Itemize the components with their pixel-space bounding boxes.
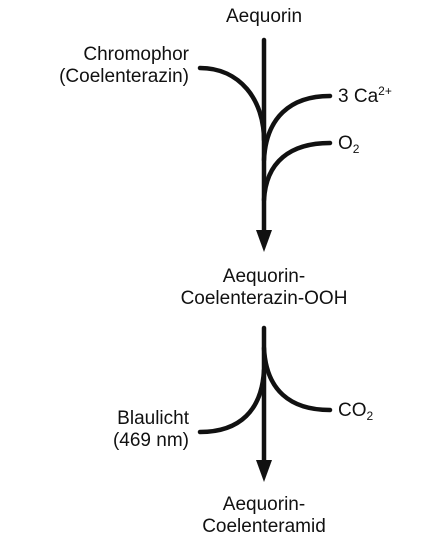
intermediate-line2: Coelenterazin-OOH <box>180 288 348 309</box>
blaulicht-curve <box>197 367 267 435</box>
node-aequorin: Aequorin <box>225 6 303 27</box>
blaulicht-line1: Blaulicht <box>117 408 189 429</box>
node-intermediate: Aequorin- Coelenterazin-OOH <box>134 266 394 310</box>
arrowhead-1 <box>256 230 272 252</box>
node-product: Aequorin- Coelenteramid <box>134 494 394 538</box>
input-oxygen: O2 <box>338 133 360 156</box>
output-co2: CO2 <box>338 400 374 423</box>
product-line2: Coelenteramid <box>202 516 326 537</box>
chromophor-line1: Chromophor <box>83 44 189 65</box>
output-blaulicht: Blaulicht (469 nm) <box>113 408 189 452</box>
input-calcium: 3 Ca2+ <box>338 84 392 107</box>
product-line1: Aequorin- <box>222 494 306 515</box>
co2-curve <box>261 345 333 413</box>
chromophor-line2: (Coelenterazin) <box>59 66 189 87</box>
calcium-curve <box>261 93 333 163</box>
arrowhead-2 <box>256 460 272 482</box>
intermediate-line1: Aequorin- <box>222 266 306 287</box>
chromophor-curve <box>197 65 267 143</box>
input-chromophor: Chromophor (Coelenterazin) <box>59 44 189 88</box>
blaulicht-line2: (469 nm) <box>112 430 189 451</box>
oxygen-curve <box>261 140 333 203</box>
